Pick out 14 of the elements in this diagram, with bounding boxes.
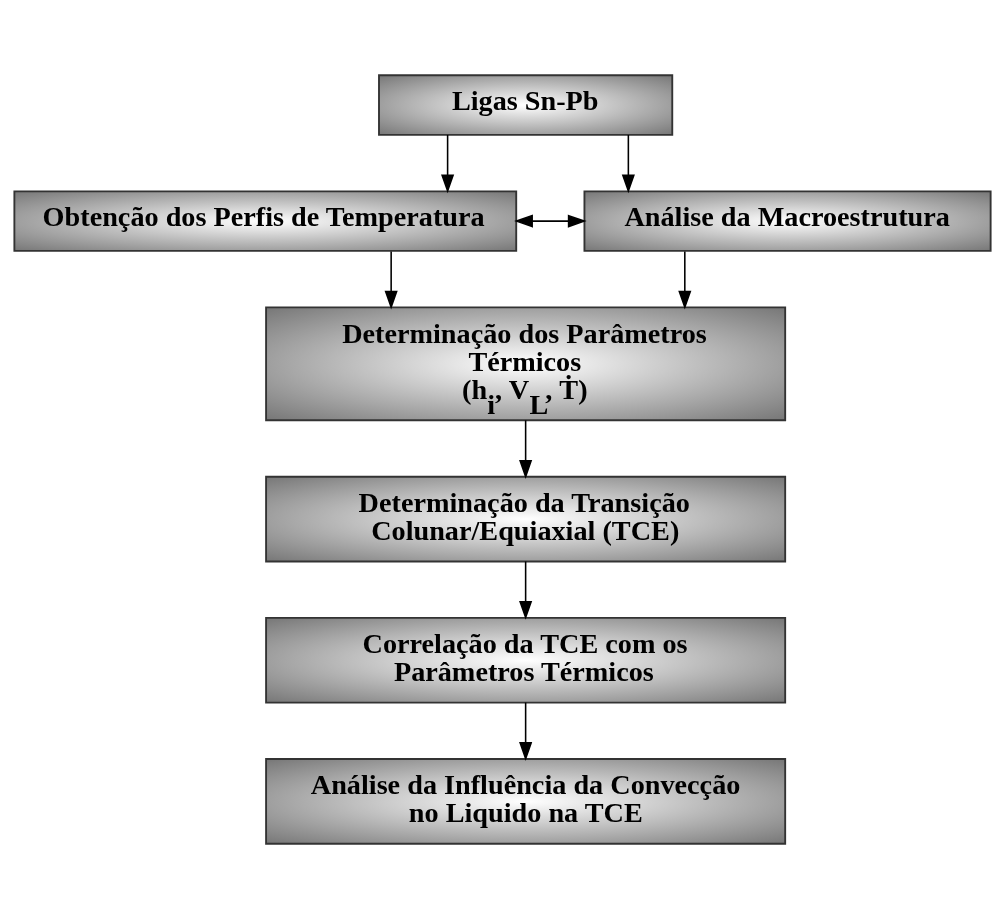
- node-box: Obtenção dos Perfis de Temperatura: [13, 190, 518, 252]
- arrow: [519, 701, 533, 761]
- arrow: [621, 134, 635, 194]
- arrow: [519, 419, 533, 479]
- arrow: [384, 250, 398, 310]
- node-box: Análise da Macroestrutura: [583, 190, 992, 252]
- arrow: [441, 134, 455, 194]
- node-box: Correlação da TCE com os Parâmetros Térmicos: [265, 616, 787, 704]
- arrow: [678, 250, 692, 310]
- node-box: Determinação da Transição Colunar/Equiaxial (TCE): [265, 475, 787, 563]
- arrow: [519, 560, 533, 620]
- node-box: Análise da Influência da Convecção no Liquido na TCE: [265, 758, 787, 845]
- node-box: Ligas Sn-Pb: [378, 74, 674, 136]
- arrow: [514, 214, 587, 228]
